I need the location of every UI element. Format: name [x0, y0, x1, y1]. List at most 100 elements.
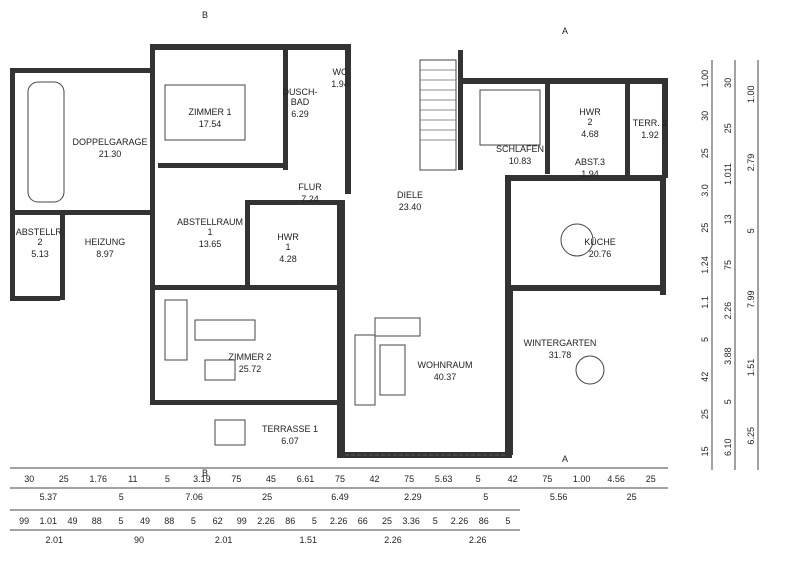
wall — [458, 50, 463, 170]
dimension-label: 25 — [700, 409, 710, 419]
dimension-label: 25 — [700, 223, 710, 233]
dimension-label: 66 — [358, 516, 368, 526]
room-name-hwr1: 1 — [285, 242, 290, 252]
room-name-duschbad: BAD — [291, 97, 310, 107]
dimension-label: 25 — [646, 474, 656, 484]
room-name-kueche: KÜCHE — [584, 237, 616, 247]
dimension-label: 2.29 — [404, 492, 422, 502]
dimension-label: 2.01 — [46, 535, 64, 545]
room-name-heizung: HEIZUNG — [85, 237, 126, 247]
dimension-label: 5 — [483, 492, 488, 502]
garden-table — [575, 355, 605, 385]
dimension-label: 1.51 — [746, 359, 756, 377]
coffee-table — [379, 344, 406, 396]
room-name-hwr2: HWR — [579, 107, 601, 117]
dimension-label: 3.88 — [723, 347, 733, 365]
dimension-label: 99 — [19, 516, 29, 526]
wall — [283, 50, 288, 170]
car-symbol — [27, 81, 65, 203]
bed — [479, 89, 541, 146]
dimension-label: 2.26 — [257, 516, 275, 526]
dimension-label: 42 — [700, 372, 710, 382]
dimension-label: 88 — [164, 516, 174, 526]
bed — [164, 84, 246, 141]
dimension-label: 30 — [700, 111, 710, 121]
room-area-terrasse1: 6.07 — [281, 436, 299, 446]
dimension-label: 11 — [128, 474, 137, 484]
dimension-label: 2.26 — [451, 516, 469, 526]
room-area-abstellr2: 5.13 — [31, 249, 49, 259]
terrace-table — [214, 419, 246, 446]
dimension-label: 2.26 — [384, 535, 402, 545]
room-area-heizung: 8.97 — [96, 249, 114, 259]
room-area-hwr2: 4.68 — [581, 129, 599, 139]
room-name-abstellraum1: ABSTELLRAUM — [177, 217, 243, 227]
sofa — [164, 299, 188, 361]
dimension-label: 6.61 — [297, 474, 315, 484]
room-name-zimmer2: ZIMMER 2 — [228, 352, 271, 362]
wall — [150, 285, 340, 290]
dimension-label: 62 — [213, 516, 223, 526]
section-marker-a-top: A — [562, 26, 568, 36]
dimension-label: 25 — [627, 492, 637, 502]
room-name-doppelgarage: DOPPELGARAGE — [72, 137, 147, 147]
room-area-zimmer2: 25.72 — [239, 364, 262, 374]
dimension-label: 3.19 — [193, 474, 211, 484]
dimension-label: 5 — [165, 474, 170, 484]
dimension-label: 30 — [24, 474, 34, 484]
wall — [250, 200, 345, 205]
dimension-label: 2.26 — [330, 516, 348, 526]
dimension-label: 75 — [335, 474, 345, 484]
room-area-wc: 1.94 — [331, 79, 349, 89]
sofa — [354, 334, 376, 406]
section-marker-a-bottom: A — [562, 454, 568, 464]
dimension-label: 25 — [723, 123, 733, 133]
room-area-schlafen: 10.83 — [509, 156, 532, 166]
wall — [150, 44, 350, 50]
room-area-zimmer1: 17.54 — [199, 119, 222, 129]
wall — [545, 84, 550, 174]
dimension-label: 2.01 — [215, 535, 233, 545]
room-name-wc: WC — [333, 67, 348, 77]
dimension-label: 3.36 — [402, 516, 420, 526]
dimension-label: 5 — [433, 516, 438, 526]
dimension-label: 2.26 — [723, 302, 733, 320]
room-area-wohnraum: 40.37 — [434, 372, 457, 382]
dimension-label: 6.25 — [746, 427, 756, 445]
room-area-abst3: 1.94 — [581, 169, 599, 179]
room-name-abst3: ABST.3 — [575, 157, 605, 167]
dimension-label: 25 — [59, 474, 69, 484]
dimension-label: 42 — [508, 474, 518, 484]
wall — [10, 68, 15, 300]
room-name-terr2: TERR. 2 — [633, 118, 668, 128]
dimension-label: 25 — [700, 148, 710, 158]
dimension-label: 5 — [505, 516, 510, 526]
dimension-label: 5 — [700, 337, 710, 342]
room-name-hwr1: HWR — [277, 232, 299, 242]
dimension-label: 5 — [476, 474, 481, 484]
dimension-label: 6.10 — [723, 438, 733, 456]
dimension-label: 1.00 — [746, 85, 756, 103]
table — [204, 359, 236, 381]
room-area-abstellraum1: 13.65 — [199, 239, 222, 249]
wall — [150, 285, 155, 405]
sofa — [374, 317, 421, 337]
dimension-label: 90 — [134, 535, 144, 545]
wall — [505, 285, 665, 291]
dimension-label: 99 — [237, 516, 247, 526]
room-name-schlafen: SCHLAFEN — [496, 144, 544, 154]
room-name-duschbad: DUSCH- — [283, 87, 318, 97]
wall — [60, 210, 65, 300]
room-area-wintergarten: 31.78 — [549, 350, 572, 360]
coffee-table — [194, 319, 256, 341]
section-marker-b-bottom: B — [202, 468, 208, 478]
room-area-duschbad: 6.29 — [291, 109, 309, 119]
dimension-label: 5 — [312, 516, 317, 526]
dimension-label: 88 — [92, 516, 102, 526]
room-area-doppelgarage: 21.30 — [99, 149, 122, 159]
